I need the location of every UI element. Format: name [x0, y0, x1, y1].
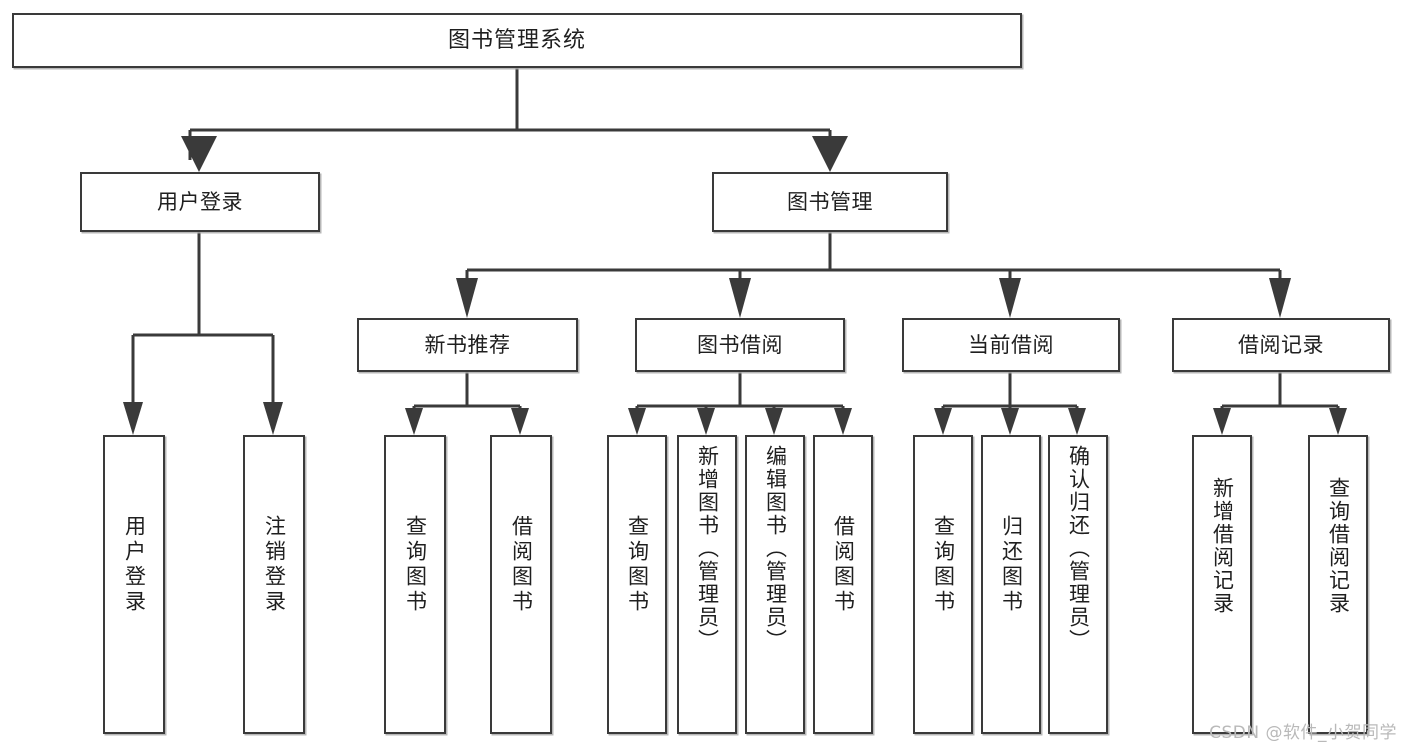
node-label: 确认归还（管理员） — [1066, 445, 1091, 652]
node-label: 用户登录 — [122, 515, 147, 615]
leaf-new-book-query-book[interactable]: 查询图书 — [384, 435, 446, 734]
node-label: 图书管理系统 — [447, 27, 586, 53]
node-label: 图书借阅 — [697, 332, 783, 357]
node-label: 当前借阅 — [968, 332, 1054, 357]
leaf-current-borrow-return-book[interactable]: 归还图书 — [981, 435, 1041, 734]
leaf-current-borrow-confirm-return-admin[interactable]: 确认归还（管理员） — [1048, 435, 1108, 734]
node-label: 查询图书 — [931, 515, 956, 615]
node-label: 新增图书（管理员） — [695, 445, 720, 652]
node-label: 新增借阅记录 — [1210, 477, 1235, 615]
node-label: 归还图书 — [999, 515, 1024, 615]
leaf-book-borrow-add-book-admin[interactable]: 新增图书（管理员） — [677, 435, 737, 734]
node-label: 查询借阅记录 — [1326, 477, 1351, 615]
node-label: 查询图书 — [625, 515, 650, 615]
node-label: 用户登录 — [157, 189, 243, 214]
node-root-book-management-system[interactable]: 图书管理系统 — [12, 13, 1022, 68]
leaf-borrow-record-add-record[interactable]: 新增借阅记录 — [1192, 435, 1252, 734]
node-new-book-recommend[interactable]: 新书推荐 — [357, 318, 578, 372]
node-label: 借阅图书 — [831, 515, 856, 615]
leaf-borrow-record-query-record[interactable]: 查询借阅记录 — [1308, 435, 1368, 734]
node-label: 借阅图书 — [509, 515, 534, 615]
node-book-management[interactable]: 图书管理 — [712, 172, 948, 232]
node-book-borrow[interactable]: 图书借阅 — [635, 318, 845, 372]
leaf-book-borrow-edit-book-admin[interactable]: 编辑图书（管理员） — [745, 435, 805, 734]
node-label: 注销登录 — [262, 515, 287, 615]
node-label: 借阅记录 — [1238, 332, 1324, 357]
leaf-book-borrow-query-book[interactable]: 查询图书 — [607, 435, 667, 734]
node-label: 图书管理 — [787, 189, 873, 214]
leaf-current-borrow-query-book[interactable]: 查询图书 — [913, 435, 973, 734]
watermark-csdn: CSDN @软件_小贺同学 — [1209, 723, 1397, 743]
node-label: 查询图书 — [403, 515, 428, 615]
node-user-login[interactable]: 用户登录 — [80, 172, 320, 232]
leaf-new-book-borrow-book[interactable]: 借阅图书 — [490, 435, 552, 734]
node-current-borrow[interactable]: 当前借阅 — [902, 318, 1120, 372]
node-label: 编辑图书（管理员） — [763, 445, 788, 652]
leaf-user-login-logout[interactable]: 注销登录 — [243, 435, 305, 734]
node-borrow-record[interactable]: 借阅记录 — [1172, 318, 1390, 372]
leaf-user-login-login[interactable]: 用户登录 — [103, 435, 165, 734]
leaf-book-borrow-borrow-book[interactable]: 借阅图书 — [813, 435, 873, 734]
node-label: 新书推荐 — [424, 332, 511, 357]
